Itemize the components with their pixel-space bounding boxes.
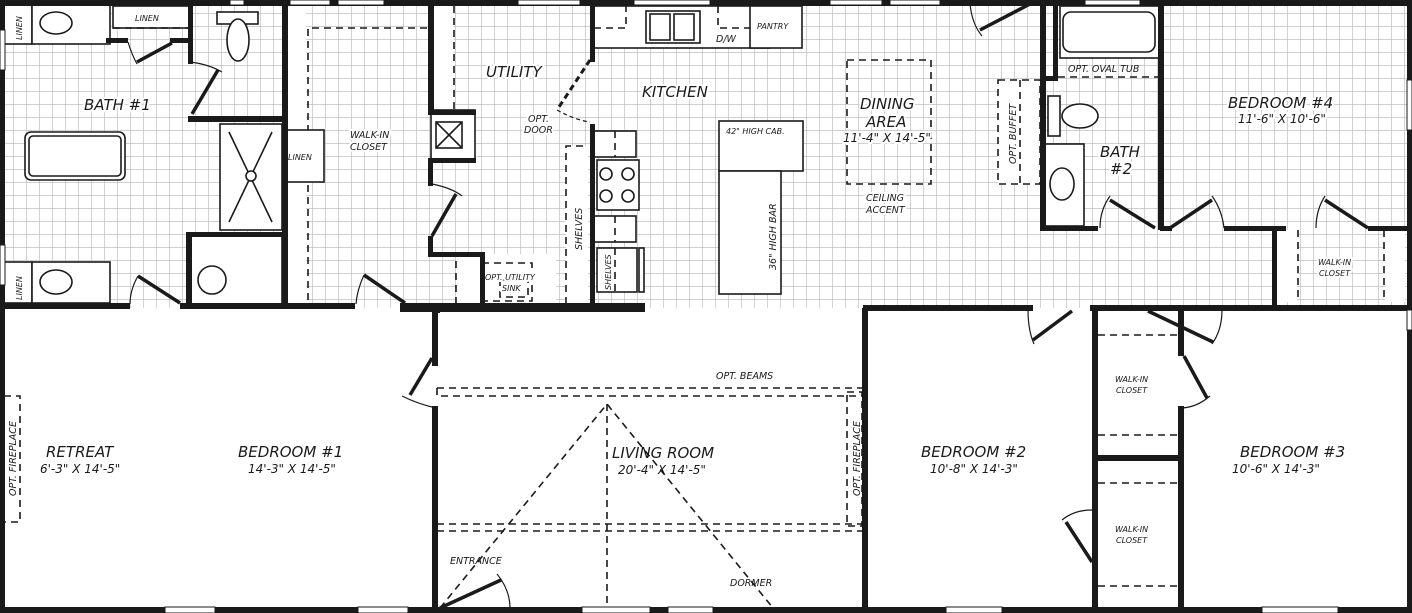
sink-icon	[39, 11, 73, 35]
bath2-label-1: BATH	[1100, 143, 1140, 161]
bedrooms-2-3: BEDROOM #2 10'-8" X 14'-3" WALK-IN CLOSE…	[921, 334, 1345, 587]
dormer-label: DORMER	[730, 578, 772, 589]
dining-area: DINING AREA 11'-4" X 14'-5" CEILING ACCE…	[841, 59, 1041, 218]
kitchen-label: KITCHEN	[642, 83, 708, 101]
walkin-closet-label-1: WALK-IN	[1318, 258, 1351, 267]
linen-label: LINEN	[288, 153, 312, 162]
dining-dims: 11'-4" X 14'-5"	[843, 131, 931, 145]
bath1-label: BATH #1	[84, 96, 151, 114]
shower-drain-icon	[245, 170, 257, 182]
walkin-closet-label-1: WALK-IN	[1115, 375, 1148, 384]
opt-utility-sink-label-1: OPT. UTILITY	[485, 273, 536, 282]
sink-icon	[39, 269, 73, 295]
walkin-closet-master: LINEN WALK-IN CLOSET	[285, 6, 428, 304]
utility-room: UTILITY OPT. DOOR OPT. UTILITY SINK SHEL…	[430, 6, 592, 304]
doors	[127, 2, 1369, 610]
bedroom4-dims: 11'-6" X 10'-6"	[1238, 112, 1326, 126]
dining-label-1: DINING	[860, 95, 914, 113]
opt-utility-sink-label-2: SINK	[502, 284, 521, 293]
walkin-closet-label-2: CLOSET	[350, 142, 388, 153]
bedroom1-dims: 14'-3" X 14'-5"	[248, 462, 336, 476]
opt-door-label-2: DOOR	[524, 125, 553, 136]
retreat-bedroom1: OPT. FIREPLACE RETREAT 6'-3" X 14'-5" BE…	[3, 395, 343, 523]
walkin-closet-label-1: WALK-IN	[1115, 525, 1148, 534]
linen-label: LINEN	[135, 14, 159, 23]
utility-label: UTILITY	[486, 63, 544, 81]
bedroom3-dims: 10'-6" X 14'-3"	[1232, 462, 1320, 476]
sink-icon	[1049, 167, 1075, 201]
dw-label: D/W	[716, 34, 737, 45]
dining-label-2: AREA	[865, 113, 906, 131]
bedroom3-label: BEDROOM #3	[1240, 443, 1345, 461]
opt-buffet-label: OPT. BUFFET	[1008, 103, 1019, 164]
high-cab-label: 42" HIGH CAB.	[726, 127, 785, 136]
bedroom4: BEDROOM #4 11'-6" X 10'-6" WALK-IN CLOSE…	[1226, 92, 1408, 304]
stove-burners-icon	[599, 167, 635, 203]
opt-fireplace-label: OPT. FIREPLACE	[852, 421, 863, 496]
toilet-icon	[197, 265, 227, 295]
bedroom1-label: BEDROOM #1	[238, 443, 343, 461]
ceiling-accent-label-1: CEILING	[866, 193, 904, 204]
pantry-label: PANTRY	[757, 22, 789, 31]
walkin-closet-label-2: CLOSET	[1116, 536, 1148, 545]
bath2-label-2: #2	[1110, 160, 1132, 178]
walkin-closet-label-2: CLOSET	[1116, 386, 1148, 395]
shelves-label: SHELVES	[574, 208, 585, 250]
linen-label: LINEN	[15, 276, 24, 300]
walkin-closet-label-1: WALK-IN	[350, 130, 389, 141]
walkin-closet-label-2: CLOSET	[1319, 269, 1351, 278]
opt-door-label-1: OPT.	[528, 114, 549, 125]
bath2: OPT. OVAL TUB BATH #2	[1043, 5, 1161, 227]
bath1-area: LINEN LINEN LINEN BATH #1	[3, 3, 283, 305]
opt-oval-tub-label: OPT. OVAL TUB	[1068, 64, 1139, 75]
opt-fireplace-label: OPT. FIREPLACE	[8, 421, 19, 496]
toilet-icon	[226, 18, 250, 62]
high-bar-label: 36" HIGH BAR	[768, 203, 779, 270]
living-room: OPT. BEAMS OPT. FIREPLACE LIVING ROOM 20…	[436, 371, 863, 609]
kitchen: D/W PANTRY KITCHEN SHELVES 42" HIGH CAB.…	[593, 5, 804, 295]
bedroom4-label: BEDROOM #4	[1228, 94, 1333, 112]
bedroom2-dims: 10'-8" X 14'-3"	[930, 462, 1018, 476]
bedroom2-label: BEDROOM #2	[921, 443, 1026, 461]
living-room-label: LIVING ROOM	[612, 444, 714, 462]
entrance-label: ENTRANCE	[450, 556, 502, 567]
opt-beams-label: OPT. BEAMS	[716, 371, 773, 382]
retreat-dims: 6'-3" X 14'-5"	[40, 462, 120, 476]
fridge	[638, 247, 645, 293]
linen-label: LINEN	[15, 16, 24, 40]
retreat-label: RETREAT	[46, 443, 115, 461]
living-room-dims: 20'-4" X 14'-5"	[618, 463, 706, 477]
shelves-label: SHELVES	[604, 254, 613, 290]
ceiling-accent-label-2: ACCENT	[865, 205, 906, 216]
toilet-icon	[1061, 103, 1099, 129]
